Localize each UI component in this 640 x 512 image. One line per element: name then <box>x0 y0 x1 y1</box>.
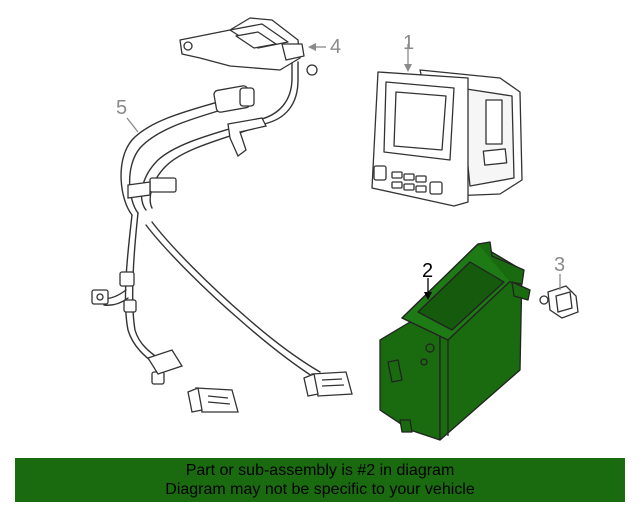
bolt-part-3 <box>539 285 579 319</box>
wire-harness <box>101 59 321 379</box>
callout-part-1: 1 <box>403 32 415 54</box>
callout-part-4: 4 <box>330 36 342 58</box>
diagram-notice-banner: Part or sub-assembly is #2 in diagram Di… <box>15 458 625 502</box>
banner-line-part-number: Part or sub-assembly is #2 in diagram <box>185 462 455 479</box>
harness-connectors <box>91 85 353 413</box>
leader-lines <box>126 43 561 300</box>
callout-part-2: 2 <box>422 260 434 282</box>
display-unit-part-1 <box>371 69 523 207</box>
parts-diagram <box>91 17 579 441</box>
callout-part-5: 5 <box>116 97 128 119</box>
banner-line-disclaimer: Diagram may not be specific to your vehi… <box>165 481 475 498</box>
sensor-part-4 <box>179 17 318 76</box>
callout-part-3: 3 <box>554 254 566 276</box>
control-module-part-2 <box>379 241 531 441</box>
